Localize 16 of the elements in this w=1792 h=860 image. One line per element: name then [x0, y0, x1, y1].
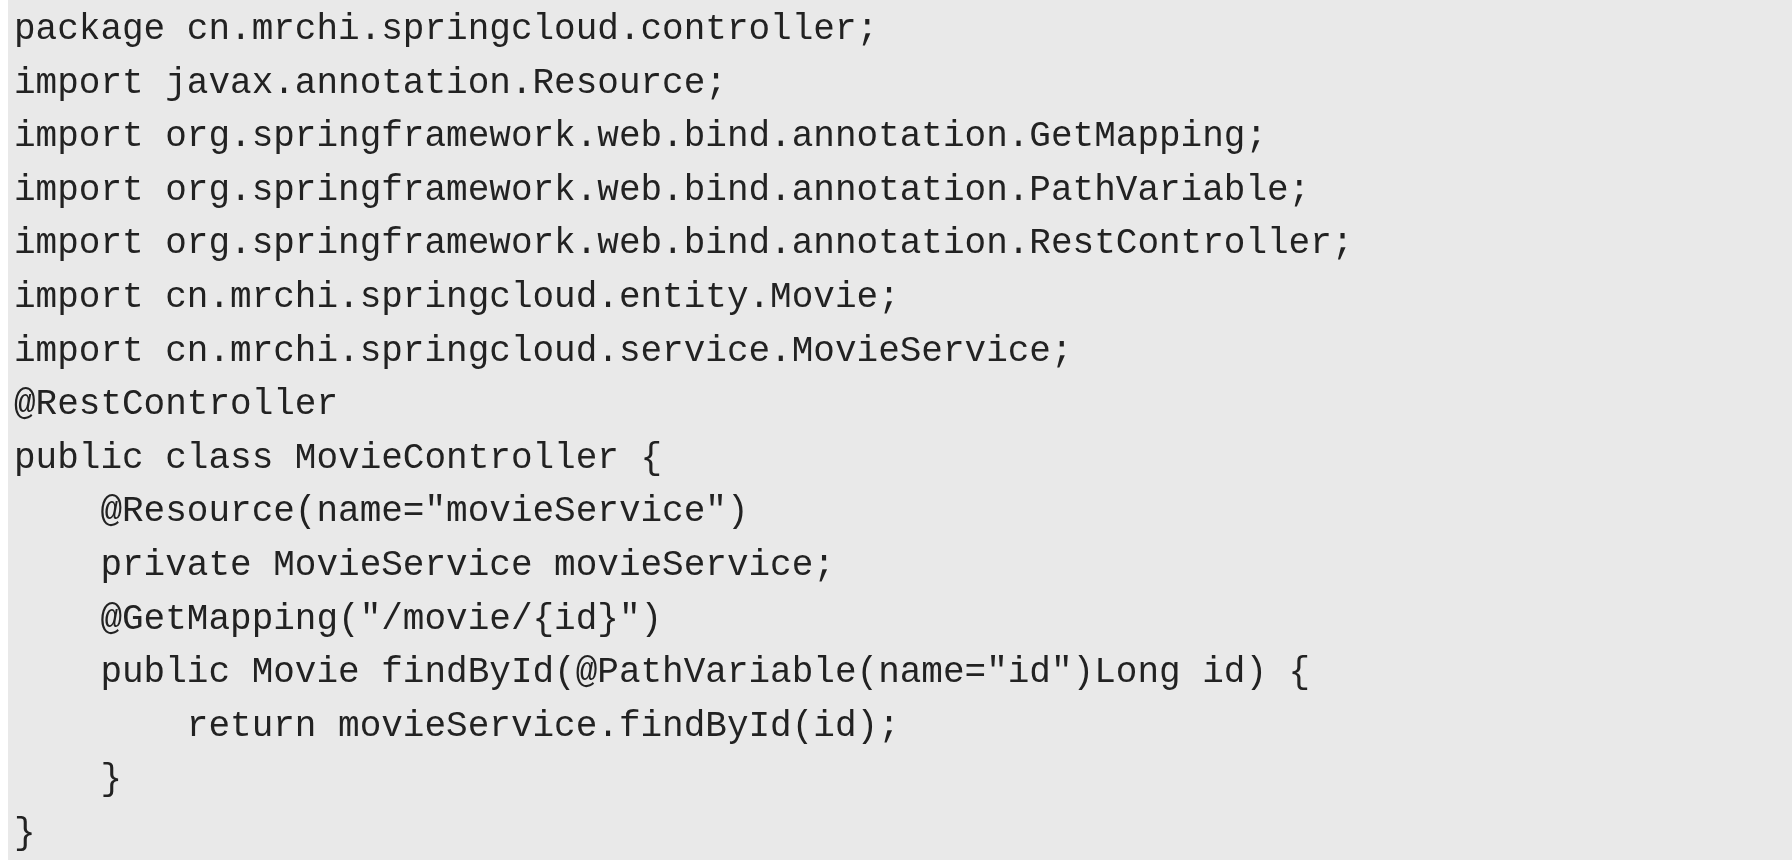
code-line: package cn.mrchi.springcloud.controller;: [14, 8, 879, 52]
code-line: import org.springframework.web.bind.annotation.RestController;: [14, 222, 1354, 267]
code-line: return movieService.findById(id);: [185, 704, 900, 749]
code-line: }: [14, 812, 36, 856]
code-line: @Resource(name="movieService"): [99, 490, 749, 535]
code-line: import cn.mrchi.springcloud.entity.Movie;: [14, 276, 900, 320]
code-line: private MovieService movieService;: [99, 544, 835, 588]
code-line: @GetMapping("/movie/{id}"): [99, 597, 663, 642]
code-line: import cn.mrchi.springcloud.service.MovieService;: [14, 329, 1073, 374]
code-line: import org.springframework.web.bind.annotation.PathVariable;: [14, 168, 1311, 213]
code-line: @RestController: [14, 383, 339, 428]
code-line: import javax.annotation.Resource;: [14, 61, 727, 106]
code-line: public class MovieController {: [14, 436, 663, 481]
code-line: import org.springframework.web.bind.annotation.GetMapping;: [14, 115, 1267, 160]
code-line: public Movie findById(@PathVariable(name="id")Long id) {: [99, 651, 1311, 696]
code-line: }: [99, 758, 123, 803]
